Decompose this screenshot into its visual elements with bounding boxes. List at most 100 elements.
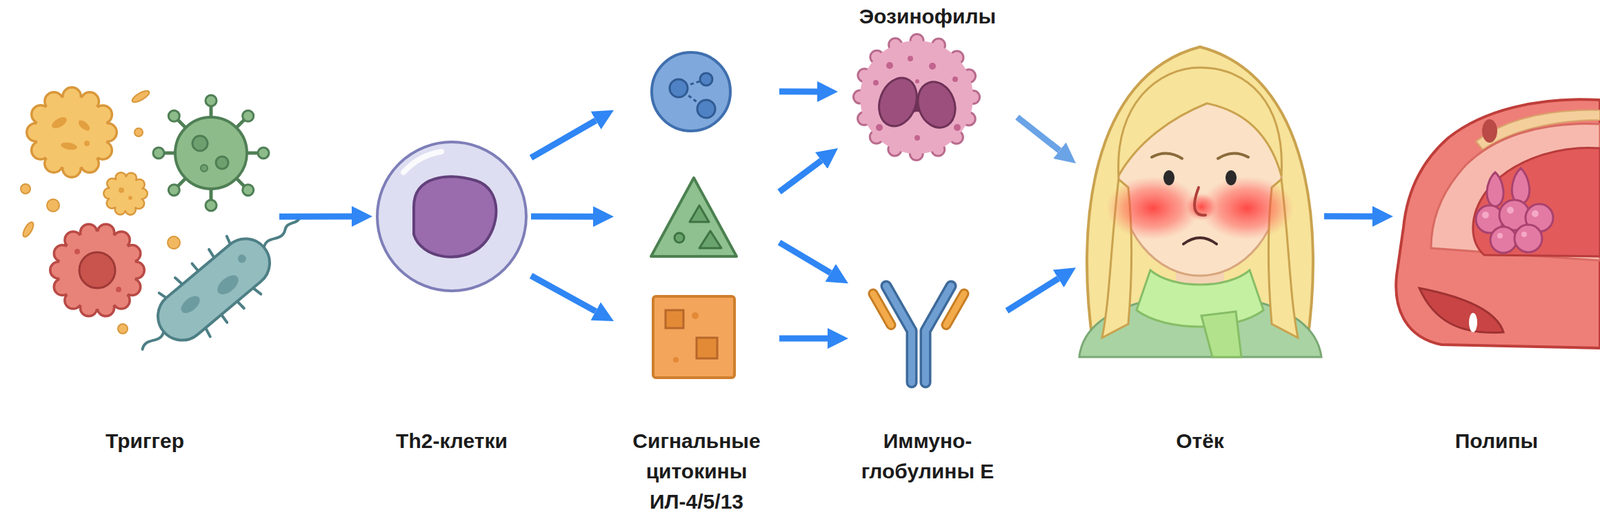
nasal-polyps-section-part (1419, 288, 1504, 334)
eosinophil-cell-part-part (907, 55, 914, 62)
virus-particle-part (257, 147, 269, 159)
nasal-polyps-section-part-part (1521, 231, 1527, 238)
patient-face-part (1151, 153, 1183, 159)
small-pollen-part (108, 177, 143, 211)
patient-face-part (1118, 67, 1283, 176)
virus-particle-part (175, 117, 247, 189)
node-label: Полипы (1393, 426, 1600, 457)
nasal-polyps-section-part-part (1514, 224, 1543, 253)
virus-particle-part (242, 184, 254, 196)
trigger-illustration (20, 88, 322, 376)
flow-arrow (531, 120, 596, 158)
nasal-polyps-section-part (1395, 99, 1600, 349)
pollen-grain-part (76, 118, 92, 134)
cytokine-triangle-part (689, 205, 709, 223)
nasal-polyps-section-part-part (1497, 233, 1503, 239)
bacterium-part (213, 271, 242, 298)
flow-arrow (1324, 213, 1373, 220)
illustration-node: Эозинофилы (837, 0, 1018, 173)
antibody-symbol-part (886, 286, 952, 383)
patient-face-part (1183, 237, 1217, 245)
th2-cell (377, 142, 527, 292)
node-label: Th2-клетки (372, 426, 532, 457)
pollen-grain-part (50, 115, 69, 131)
illustration-node: Отёк (1075, 34, 1325, 459)
spore-dots-part (46, 199, 60, 212)
illustration-node: Иммуно- глобулины Е (848, 255, 1007, 490)
eosinophil-cell-part (911, 76, 962, 134)
eosinophil-cell-part-part (873, 80, 879, 86)
eosinophil-cell-part-part (915, 79, 920, 84)
nasal-polyps-section-part-part (1531, 210, 1539, 218)
virus-particle-part (242, 110, 254, 122)
cytokine-circle-part (700, 73, 713, 86)
eosinophil-cell-part-part (914, 135, 920, 141)
illustration-node: Th2-клетки (372, 131, 532, 459)
cytokine-square-part (691, 312, 699, 320)
virus-particle-part (205, 95, 217, 107)
spore-dots-part (167, 236, 180, 249)
nasal-polyps-section-part (1482, 119, 1498, 143)
cytokine-circle (651, 52, 731, 132)
nasal-polyps-section-part (1431, 124, 1600, 261)
pollen-grain-part (60, 141, 78, 152)
bacterium-part (235, 253, 248, 265)
nasal-polyps-section-part-part (1486, 172, 1504, 207)
pollen-grain-part (35, 96, 108, 169)
spore-dots-part (21, 220, 36, 239)
cytokine-triangle-part (651, 177, 737, 257)
virus-particle-part (153, 147, 165, 159)
patient-face-part (1217, 153, 1249, 159)
nasal-polyps-section-part-part (1506, 206, 1514, 214)
th2-cell-part (413, 176, 496, 257)
virus-particle-part (192, 135, 208, 152)
nasal-polyps-section-part (1475, 168, 1554, 254)
small-pollen-part (108, 177, 143, 211)
red-cell (58, 231, 136, 309)
flow-arrow (779, 88, 818, 95)
flow-arrow (279, 213, 352, 220)
cytokine-triangle-part (674, 233, 685, 243)
red-cell-part (58, 231, 136, 309)
cytokine-square-part (665, 310, 684, 329)
cytokine-circle-part (697, 100, 716, 118)
bacterium (120, 191, 322, 376)
flow-arrow (531, 213, 594, 220)
red-cell-part (58, 231, 136, 309)
virus-particle-part (168, 110, 180, 122)
small-pollen-part (128, 195, 133, 200)
eosinophil-cell-part-part (928, 62, 936, 70)
cytokine-triangle (651, 177, 737, 257)
pollen-grain-part (35, 96, 108, 169)
eosinophil-cell-part-part (875, 124, 883, 132)
eosinophil-cell-part (860, 40, 974, 154)
virus-particle-part (215, 156, 229, 169)
nasal-polyps-section-part (1482, 206, 1539, 239)
eosinophil-cell (860, 40, 974, 154)
virus-particle (153, 95, 269, 212)
small-pollen-part (108, 177, 143, 211)
nasal-polyps-section-part-part (1490, 226, 1517, 254)
red-cell-part (79, 252, 116, 289)
small-pollen (108, 177, 143, 211)
flow-arrow (531, 275, 596, 312)
cytokine-square-part (673, 357, 679, 363)
flow-arrow (779, 160, 822, 192)
th2-cell-part (403, 151, 442, 173)
illustration-node: Полипы (1393, 89, 1600, 459)
virus-particle-part (205, 200, 217, 212)
node-label: Отёк (1096, 426, 1304, 457)
bacterium-part-part (192, 263, 199, 272)
illustration-node: Сигнальные цитокины ИЛ-4/5/13 (613, 41, 780, 519)
patient-face-part (1163, 170, 1175, 186)
patient-face-part (1201, 311, 1242, 358)
eosinophil-cell-part (860, 40, 974, 154)
bacterium-part (140, 329, 165, 352)
eosinophil-cell-part-part (952, 76, 958, 83)
flow-arrow (1006, 278, 1059, 312)
pollen-grain-part (35, 96, 108, 169)
illustration-node: Триггер (10, 75, 280, 459)
